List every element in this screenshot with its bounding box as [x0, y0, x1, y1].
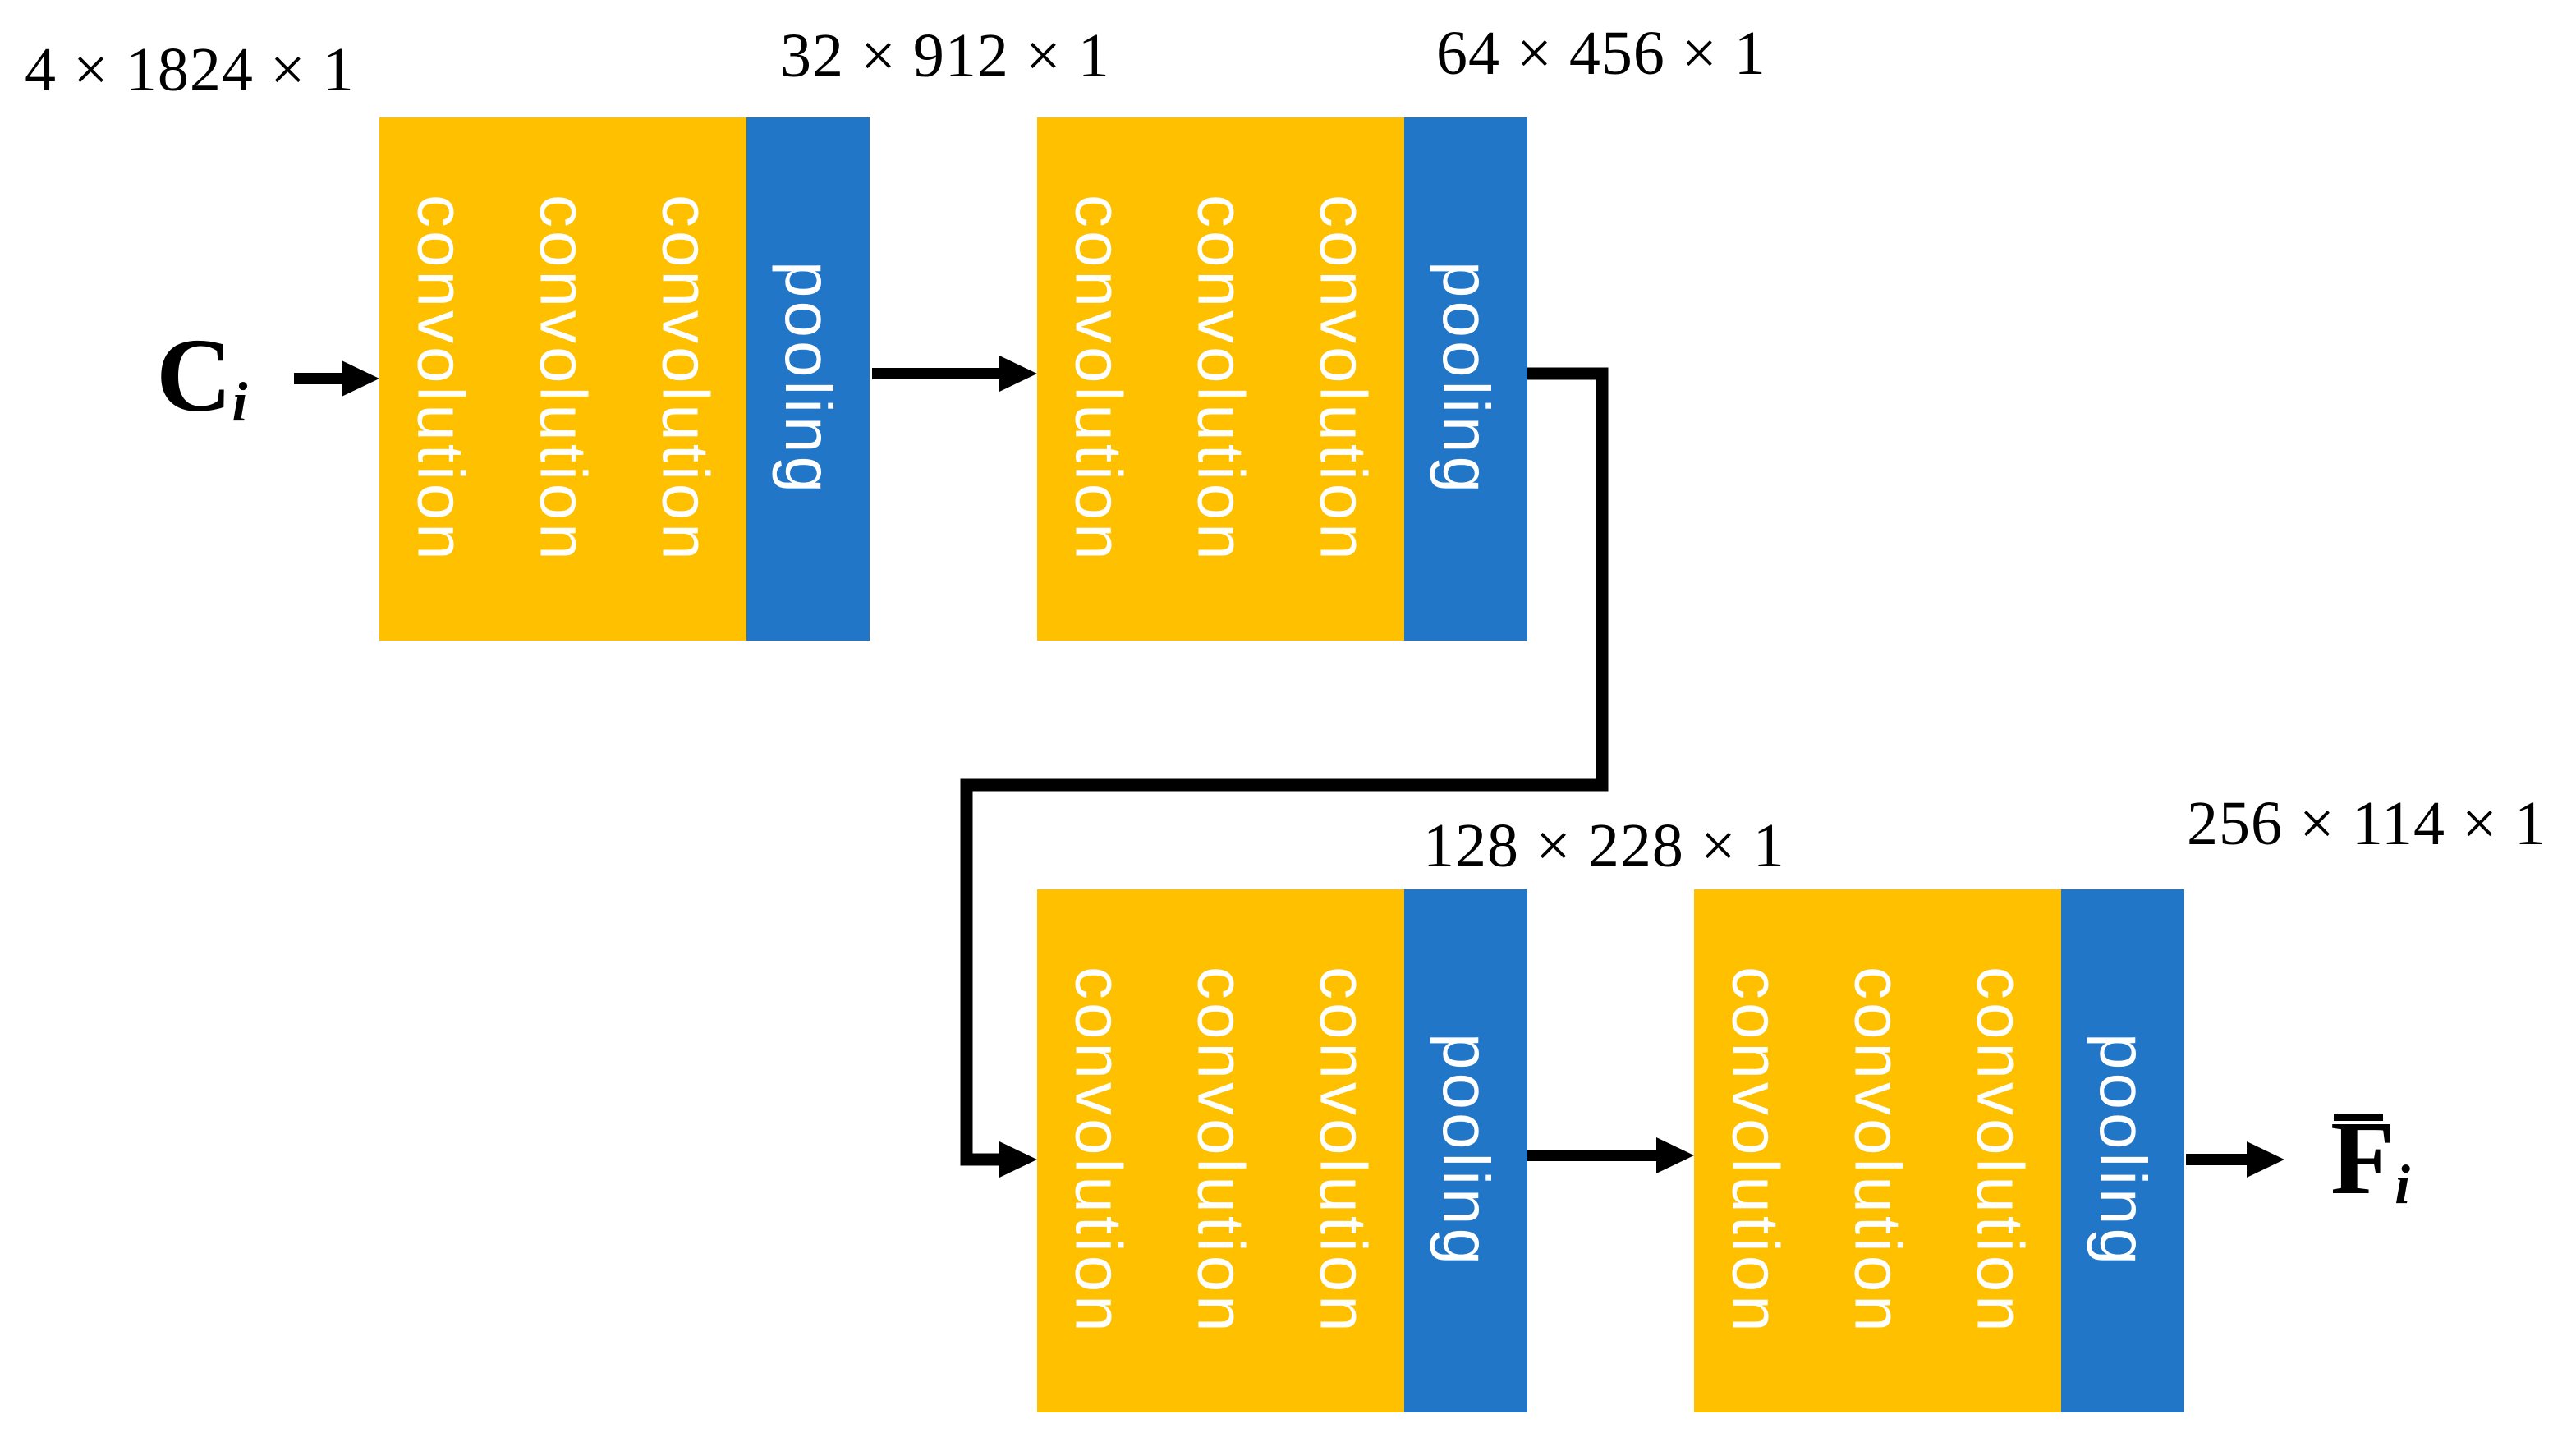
- conv-layer-label: convolution: [1719, 967, 1793, 1335]
- stage-2-conv-layers: convolution convolution convolution: [1037, 117, 1404, 641]
- arrow-stage1-stage2: [872, 356, 1037, 392]
- stage-1-pooling: pooling: [746, 117, 870, 641]
- stage-3-conv-layers: convolution convolution convolution: [1037, 889, 1404, 1412]
- input-dims-label: 4 × 1824 × 1: [25, 35, 355, 104]
- conv-layer-label: convolution: [649, 195, 723, 563]
- conv-layer: convolution: [1939, 889, 2061, 1412]
- conv-layer-label: convolution: [1306, 967, 1380, 1335]
- stage-2-pooling: pooling: [1404, 117, 1527, 641]
- output-arrow: [2186, 1141, 2284, 1178]
- conv-layer-label: convolution: [1062, 195, 1136, 563]
- conv-layer: convolution: [624, 117, 746, 641]
- conv-layer: convolution: [379, 117, 502, 641]
- conv-layer: convolution: [1037, 117, 1159, 641]
- stage-2-output-dims-label: 64 × 456 × 1: [1436, 19, 1766, 88]
- arrow-stage3-stage4: [1527, 1137, 1694, 1173]
- stage-1-output-dims-label: 32 × 912 × 1: [780, 21, 1110, 90]
- conv-layer-label: convolution: [526, 195, 600, 563]
- stage-2-block: convolution convolution convolution pool…: [1037, 117, 1527, 641]
- conv-layer-label: convolution: [1184, 967, 1258, 1335]
- stage-3-output-dims-label: 128 × 228 × 1: [1423, 811, 1785, 880]
- conv-layer-label: convolution: [404, 195, 478, 563]
- stage-4-output-dims-label: 256 × 114 × 1: [2187, 789, 2546, 858]
- output-symbol-subscript: i: [2395, 1154, 2411, 1216]
- pooling-label: pooling: [1430, 261, 1503, 497]
- conv-layer: convolution: [1694, 889, 1816, 1412]
- input-symbol-letter: C: [156, 317, 232, 434]
- stage-3-pooling: pooling: [1404, 889, 1527, 1412]
- conv-layer: convolution: [502, 117, 624, 641]
- conv-layer-label: convolution: [1062, 967, 1136, 1335]
- pooling-label: pooling: [1430, 1033, 1503, 1269]
- conv-layer-label: convolution: [1184, 195, 1258, 563]
- stage-1-conv-layers: convolution convolution convolution: [379, 117, 746, 641]
- conv-layer: convolution: [1282, 117, 1404, 641]
- output-overbar: [2334, 1114, 2383, 1121]
- elbow-connector-stage2-stage3: [960, 367, 1609, 1178]
- conv-layer-label: convolution: [1306, 195, 1380, 563]
- conv-layer: convolution: [1282, 889, 1404, 1412]
- conv-layer: convolution: [1816, 889, 1939, 1412]
- conv-layer: convolution: [1159, 889, 1282, 1412]
- stage-4-pooling: pooling: [2061, 889, 2184, 1412]
- stage-4-block: convolution convolution convolution pool…: [1694, 889, 2184, 1412]
- conv-layer: convolution: [1159, 117, 1282, 641]
- conv-layer-label: convolution: [1841, 967, 1915, 1335]
- pooling-label: pooling: [2087, 1033, 2160, 1269]
- stage-4-conv-layers: convolution convolution convolution: [1694, 889, 2061, 1412]
- output-symbol: Fi: [2330, 1105, 2410, 1213]
- input-symbol-subscript: i: [232, 371, 248, 434]
- output-symbol-letter: F: [2330, 1100, 2395, 1216]
- stage-1-block: convolution convolution convolution pool…: [379, 117, 870, 641]
- input-symbol: Ci: [156, 323, 247, 430]
- conv-layer: convolution: [1037, 889, 1159, 1412]
- input-arrow: [294, 360, 379, 397]
- stage-3-block: convolution convolution convolution pool…: [1037, 889, 1527, 1412]
- pooling-label: pooling: [772, 261, 845, 497]
- conv-layer-label: convolution: [1963, 967, 2037, 1335]
